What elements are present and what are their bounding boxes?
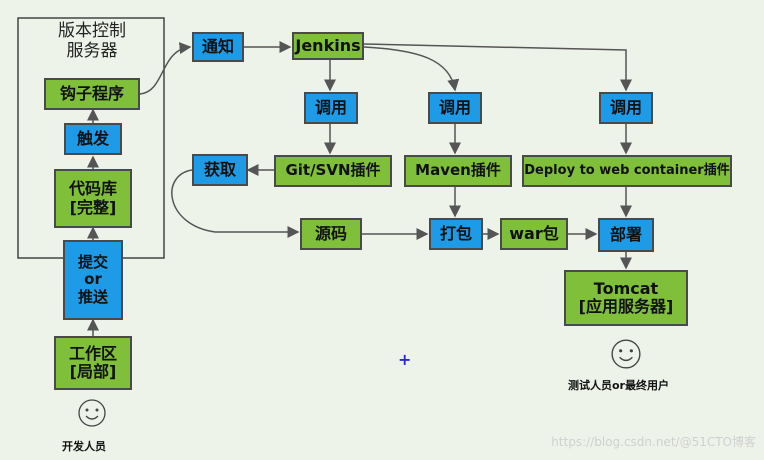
tomcat-box: Tomcat [应用服务器] <box>564 270 688 326</box>
call-box-3: 调用 <box>599 92 653 124</box>
maven-plugin-box: Maven插件 <box>404 155 512 187</box>
workspace-box: 工作区 [局部] <box>54 336 132 390</box>
jenkins-box: Jenkins <box>292 32 364 60</box>
plus-cursor-icon: + <box>398 350 412 369</box>
war-package-box: war包 <box>500 218 568 250</box>
deploy-plugin-box: Deploy to web container插件 <box>522 155 732 187</box>
commit-or-push-box: 提交 or 推送 <box>63 240 123 320</box>
smiley-face-icon <box>611 339 641 369</box>
call-box-1: 调用 <box>304 92 358 124</box>
developer-caption: 开发人员 <box>62 440 106 453</box>
source-code-box: 源码 <box>300 218 362 250</box>
watermark: https://blog.csdn.net/@51CTO博客 <box>551 435 756 449</box>
notify-box: 通知 <box>192 32 244 62</box>
deploy-box: 部署 <box>598 218 654 252</box>
git-svn-plugin-box: Git/SVN插件 <box>274 155 392 187</box>
hook-program-box: 钩子程序 <box>44 78 140 110</box>
package-box: 打包 <box>429 218 483 250</box>
vcs-server-label: 版本控制 服务器 <box>58 21 126 61</box>
code-repo-box: 代码库 [完整] <box>54 169 132 228</box>
smiley-face-icon <box>78 399 106 427</box>
tester-caption: 测试人员or最终用户 <box>568 379 669 392</box>
call-box-2: 调用 <box>428 92 482 124</box>
trigger-box: 触发 <box>64 123 122 155</box>
fetch-box: 获取 <box>192 154 248 186</box>
